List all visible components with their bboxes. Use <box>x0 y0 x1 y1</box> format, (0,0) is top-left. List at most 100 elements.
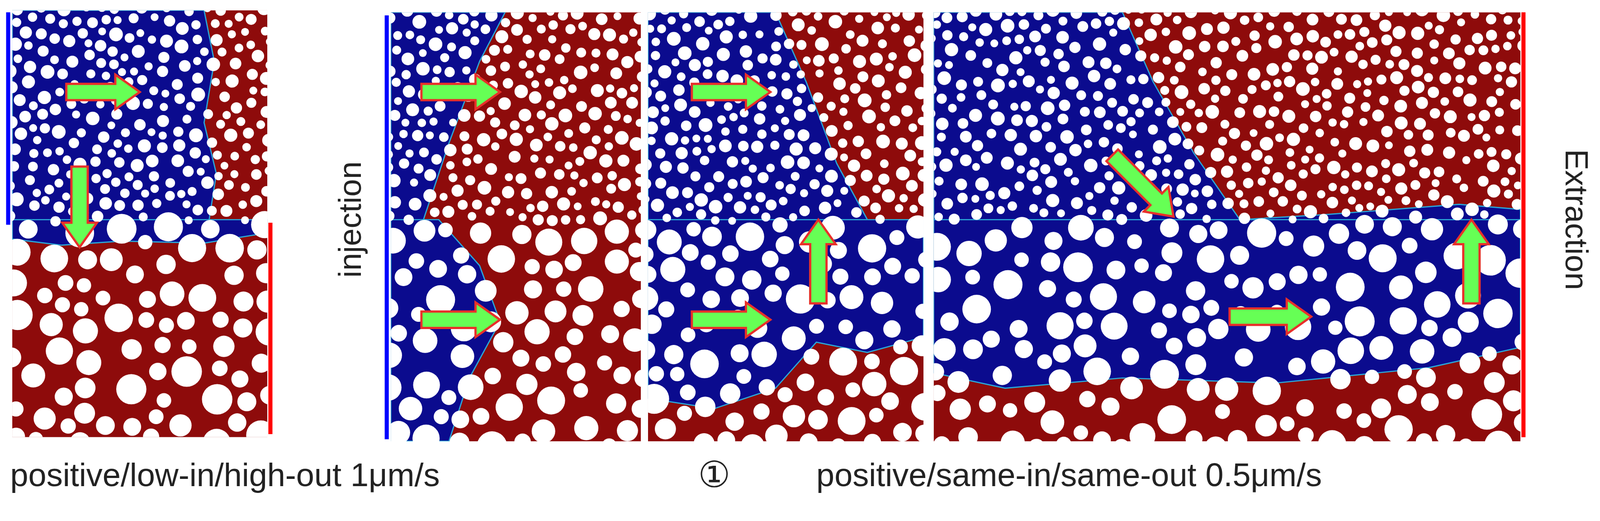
solid-grain <box>1268 106 1280 117</box>
solid-grain <box>828 14 843 29</box>
solid-grain <box>211 77 220 86</box>
solid-grain <box>451 184 464 197</box>
solid-grain <box>1150 359 1179 389</box>
solid-grain <box>544 78 554 87</box>
solid-grain <box>671 58 680 67</box>
solid-grain <box>256 290 268 313</box>
solid-grain <box>654 417 677 440</box>
solid-grain <box>1351 162 1362 173</box>
solid-grain <box>1483 298 1513 328</box>
solid-grain <box>227 30 237 39</box>
solid-grain <box>1481 345 1497 361</box>
solid-grain <box>477 180 492 195</box>
solid-grain <box>904 268 920 284</box>
solid-grain <box>1487 184 1501 198</box>
solid-grain <box>764 284 782 302</box>
solid-grain <box>142 98 153 109</box>
solid-grain <box>1366 202 1374 210</box>
solid-grain <box>921 103 924 114</box>
solid-grain <box>591 172 603 184</box>
solid-grain <box>1152 139 1167 154</box>
solid-grain <box>610 110 621 121</box>
solid-grain <box>1478 61 1492 75</box>
solid-grain <box>41 195 50 205</box>
solid-grain <box>1211 12 1220 15</box>
solid-grain <box>628 242 641 258</box>
solid-grain <box>707 144 716 153</box>
solid-grain <box>85 111 100 126</box>
solid-grain <box>474 279 497 302</box>
solid-grain <box>12 299 33 330</box>
solid-grain <box>438 222 453 237</box>
solid-grain <box>1453 56 1466 70</box>
solid-grain <box>1198 82 1211 95</box>
solid-grain <box>29 200 40 211</box>
solid-grain <box>828 53 839 64</box>
solid-grain <box>182 165 194 177</box>
solid-grain <box>852 135 864 147</box>
solid-grain <box>485 206 495 216</box>
solid-grain <box>1478 45 1489 56</box>
solid-grain <box>864 268 881 285</box>
solid-grain <box>1207 318 1229 339</box>
solid-grain <box>444 12 454 20</box>
solid-grain <box>1384 12 1393 16</box>
solid-grain <box>993 269 1023 299</box>
solid-grain <box>1102 209 1114 221</box>
solid-grain <box>1409 158 1418 168</box>
solid-grain <box>496 128 508 140</box>
solid-grain <box>220 161 229 170</box>
solid-grain <box>1020 100 1032 112</box>
solid-grain <box>413 163 424 174</box>
solid-grain <box>1341 208 1351 217</box>
solid-grain <box>648 383 670 414</box>
solid-grain <box>1076 312 1094 330</box>
solid-grain <box>390 12 396 24</box>
solid-grain <box>1518 28 1521 37</box>
solid-grain <box>21 363 46 388</box>
solid-grain <box>992 365 1013 385</box>
solid-grain <box>189 146 201 159</box>
solid-grain <box>634 221 641 239</box>
solid-grain <box>576 100 587 112</box>
solid-grain <box>423 106 433 116</box>
pore-panel <box>648 12 924 441</box>
solid-grain <box>526 203 535 213</box>
solid-grain <box>933 435 951 441</box>
solid-grain <box>557 197 571 211</box>
solid-grain <box>87 17 99 29</box>
solid-grain <box>1394 99 1407 113</box>
solid-grain <box>233 317 253 337</box>
solid-grain <box>885 62 894 72</box>
solid-grain <box>175 22 189 35</box>
solid-grain <box>113 156 125 168</box>
solid-grain <box>1046 312 1074 340</box>
solid-grain <box>144 62 153 71</box>
solid-grain <box>1266 62 1279 76</box>
solid-grain <box>1505 258 1521 288</box>
solid-grain <box>1493 74 1502 83</box>
solid-grain <box>1306 29 1320 43</box>
solid-grain <box>77 28 89 39</box>
solid-grain <box>1249 128 1258 137</box>
solid-grain <box>1486 146 1497 157</box>
flow-arrow <box>691 302 771 337</box>
solid-grain <box>1223 12 1237 20</box>
solid-grain <box>1090 18 1102 29</box>
solid-grain <box>889 115 901 127</box>
solid-grain <box>62 155 72 164</box>
solid-grain <box>968 23 977 32</box>
solid-grain <box>1184 12 1198 19</box>
solid-grain <box>1391 163 1406 177</box>
solid-grain <box>12 192 24 207</box>
solid-grain <box>459 131 470 142</box>
solid-grain <box>1323 12 1335 17</box>
solid-grain <box>1045 175 1057 188</box>
solid-grain <box>664 344 684 365</box>
solid-grain <box>832 268 849 285</box>
solid-grain <box>238 200 247 209</box>
solid-grain <box>201 176 214 190</box>
solid-grain <box>1070 176 1080 185</box>
solid-grain <box>801 12 812 16</box>
